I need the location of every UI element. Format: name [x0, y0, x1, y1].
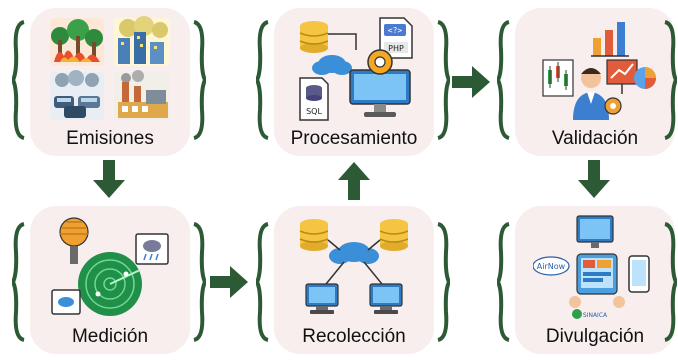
weather-report-icon [135, 233, 169, 265]
left-brace-procesamiento [254, 20, 270, 140]
database-right-icon [379, 219, 409, 251]
svg-text:AirNow: AirNow [537, 262, 566, 271]
sql-file-icon: SQL [299, 77, 329, 121]
step-card-validacion: Validación [515, 8, 675, 156]
right-brace-medicion [192, 222, 208, 342]
arrow-right-medicion-to-recoleccion [210, 264, 250, 300]
analyst-person-icon [573, 68, 609, 120]
step-label-medicion: Medición [71, 326, 149, 347]
gear-icon [604, 97, 622, 115]
traffic-smog-icon [50, 70, 104, 120]
connected-devices-icon [569, 253, 625, 308]
collection-illustration [292, 214, 416, 320]
right-brace-emisiones [192, 20, 208, 140]
arrow-up-recoleccion-to-procesamiento [336, 160, 372, 200]
svg-text:PHP: PHP [388, 44, 404, 53]
step-label-procesamiento: Procesamiento [290, 128, 418, 149]
airnow-logo: AirNow [532, 256, 570, 276]
measurement-illustration [48, 214, 172, 320]
arrow-down-emisiones-to-medicion [91, 160, 127, 200]
step-card-recoleccion: Recolección [274, 206, 434, 354]
php-file-icon: <?> PHP [379, 17, 413, 59]
factory-icon [114, 70, 170, 120]
svg-text:SQL: SQL [306, 107, 322, 116]
radar-screen-icon [78, 252, 142, 316]
step-card-medicion: Medición [30, 206, 190, 354]
database-icon [299, 21, 329, 53]
weather-radar-tower-icon [59, 217, 89, 264]
database-left-icon [299, 219, 329, 251]
arrow-right-procesamiento-to-validacion [452, 64, 492, 100]
emissions-illustration [48, 16, 172, 122]
svg-text:<?>: <?> [388, 26, 403, 35]
step-label-emisiones: Emisiones [66, 128, 154, 149]
step-label-divulgacion: Divulgación [545, 326, 645, 347]
left-brace-emisiones [10, 20, 26, 140]
arrow-down-validacion-to-divulgacion [576, 160, 612, 200]
candlestick-chart-icon [542, 59, 574, 97]
left-brace-divulgacion [495, 222, 511, 342]
left-brace-medicion [10, 222, 26, 342]
svg-text:SINAICA: SINAICA [583, 312, 608, 319]
right-brace-validacion [663, 20, 678, 140]
left-brace-recoleccion [254, 222, 270, 342]
sinaica-logo: SINAICA [572, 309, 608, 319]
smartphone-icon [628, 255, 650, 293]
desktop-monitor-icon [576, 215, 614, 248]
right-brace-procesamiento [436, 20, 452, 140]
pie-chart-icon [634, 67, 656, 89]
right-brace-recoleccion [436, 222, 452, 342]
presentation-board-icon [606, 59, 638, 94]
monitor-gear-icon [349, 49, 411, 117]
validation-illustration [533, 16, 657, 122]
step-card-emisiones: Emisiones [30, 8, 190, 156]
terminal-left-icon [305, 283, 339, 314]
right-brace-divulgacion [663, 222, 678, 342]
left-brace-validacion [495, 20, 511, 140]
cloud-report-icon [51, 289, 81, 315]
terminal-right-icon [369, 283, 403, 314]
step-card-procesamiento: <?> PHP [274, 8, 434, 156]
city-smog-icon [114, 16, 170, 66]
cloud-network-icon [325, 239, 383, 285]
step-card-divulgacion: AirNow SINAICA Divulgación [515, 206, 675, 354]
cloud-icon [312, 55, 352, 75]
dissemination-illustration: AirNow SINAICA [532, 214, 657, 320]
forest-fire-icon [50, 18, 104, 66]
step-label-validacion: Validación [551, 128, 639, 149]
bar-chart-icon [591, 22, 629, 57]
processing-illustration: <?> PHP [292, 16, 416, 122]
step-label-recoleccion: Recolección [302, 326, 406, 347]
